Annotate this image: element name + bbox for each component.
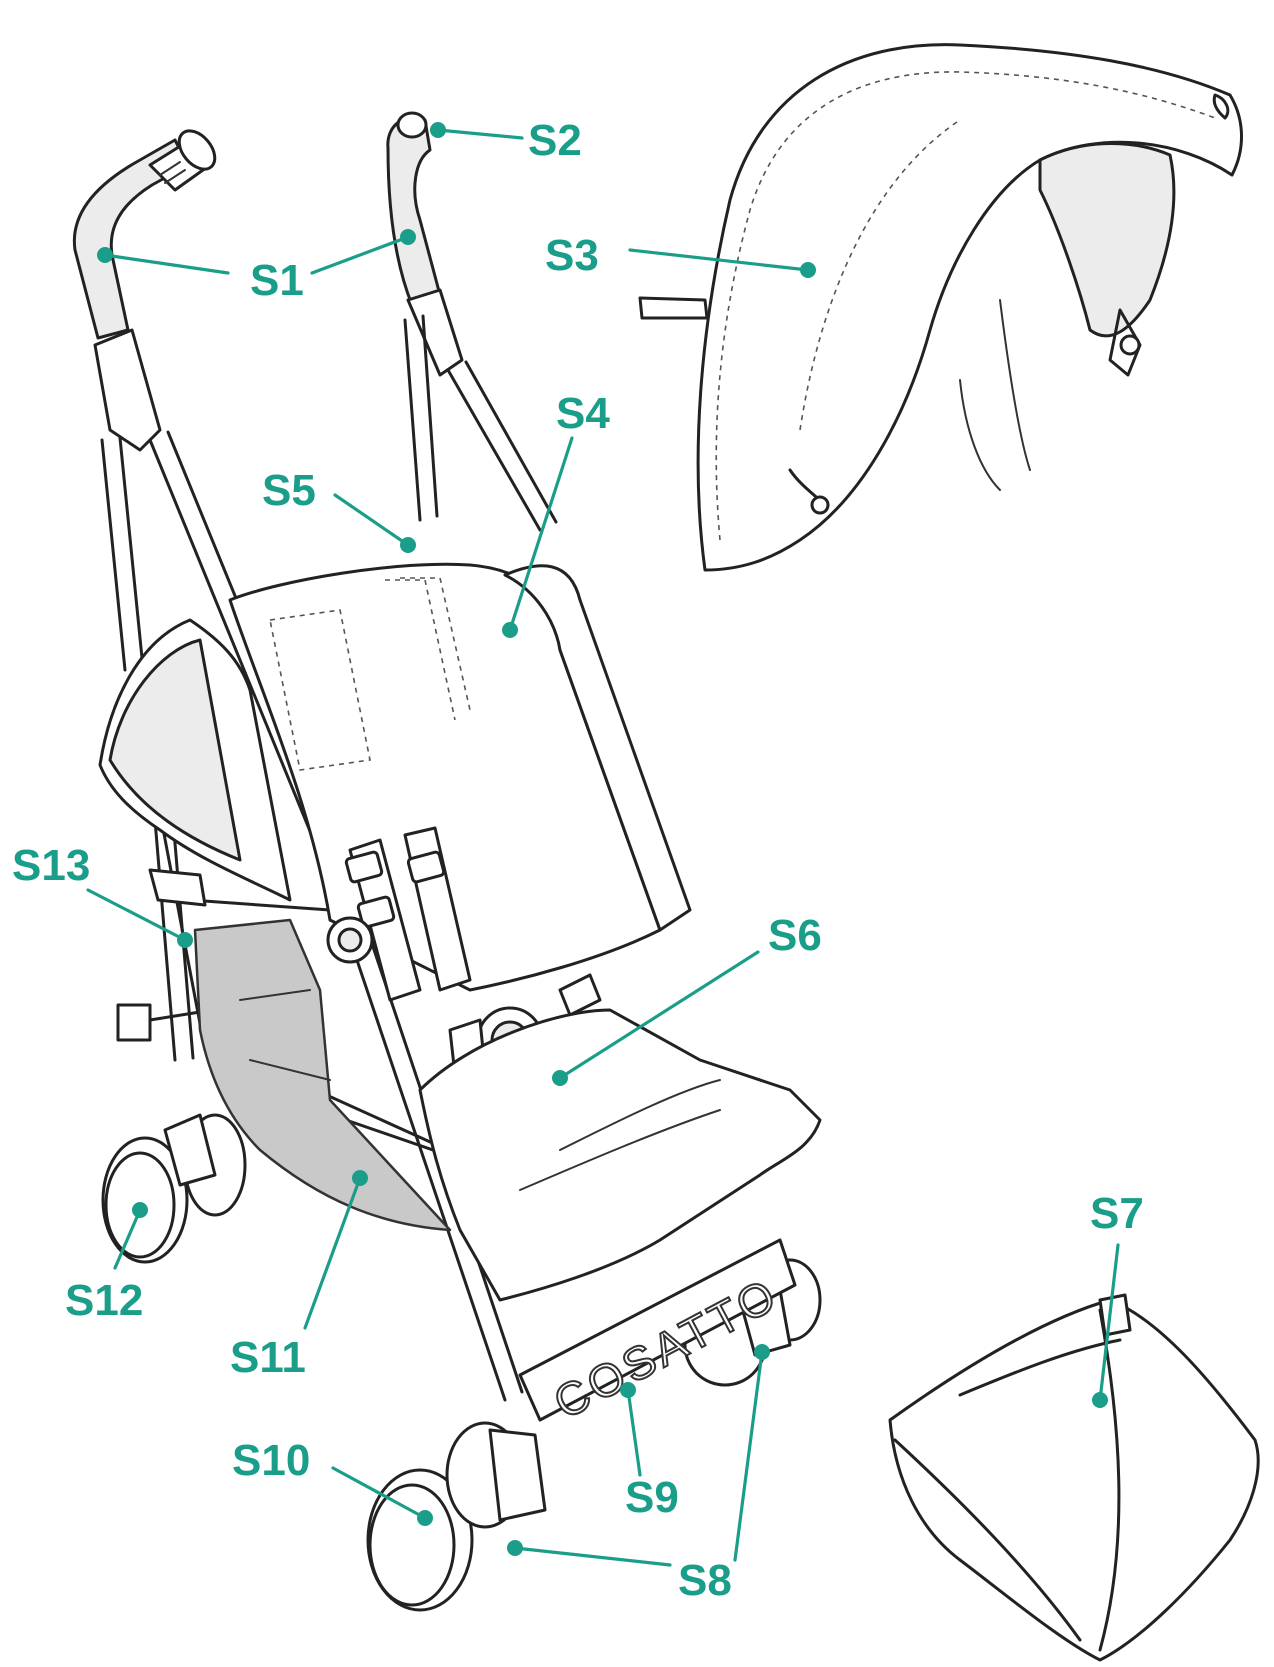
- leader-dot-S8: [754, 1344, 770, 1360]
- label-S1: S1: [250, 256, 304, 305]
- leader-line-S3: [628, 248, 810, 272]
- label-S6: S6: [768, 911, 822, 960]
- leader-dot-S2: [430, 122, 446, 138]
- leader-dot-S1: [97, 247, 113, 263]
- leader-line-S11: [303, 1176, 362, 1330]
- label-S5: S5: [262, 466, 316, 515]
- leader-dot-S3: [800, 262, 816, 278]
- leader-lines: [86, 122, 1120, 1567]
- basket-illustration: [193, 918, 452, 1232]
- leader-line-S1: [103, 253, 230, 275]
- leader-dot-S10: [417, 1510, 433, 1526]
- storage-bag-illustration: [888, 1293, 1260, 1662]
- leader-dot-S4: [502, 622, 518, 638]
- leader-dot-S9: [620, 1382, 636, 1398]
- leader-line-S12: [113, 1208, 142, 1270]
- leader-line-S13: [86, 888, 187, 942]
- leader-dot-S1: [400, 229, 416, 245]
- label-S3: S3: [545, 231, 599, 280]
- label-S7: S7: [1090, 1189, 1144, 1238]
- label-S10: S10: [232, 1436, 310, 1485]
- label-S9: S9: [625, 1473, 679, 1522]
- label-S13: S13: [12, 841, 90, 890]
- leader-line-S8: [513, 1546, 672, 1567]
- leader-line-S1: [310, 235, 410, 275]
- seat-unit-illustration: [98, 562, 822, 1302]
- label-S12: S12: [65, 1276, 143, 1325]
- canopy-illustration: [638, 43, 1243, 572]
- leader-line-S9: [626, 1388, 642, 1477]
- leader-dot-S5: [400, 537, 416, 553]
- leader-line-S5: [333, 493, 410, 547]
- label-S4: S4: [556, 389, 610, 438]
- leader-line-S8: [733, 1350, 764, 1562]
- label-S8-right: S8: [678, 1556, 732, 1605]
- leader-dot-S8: [507, 1540, 523, 1556]
- leader-line-S7: [1098, 1243, 1120, 1402]
- leader-dot-S13: [177, 932, 193, 948]
- leader-line-S2: [436, 128, 524, 140]
- leader-dot-S6: [552, 1070, 568, 1086]
- leader-line-S4: [508, 436, 574, 632]
- leader-line-S6: [558, 950, 760, 1080]
- label-S11: S11: [230, 1333, 306, 1382]
- part-labels: S1 S2 S3 S4 S5 S6 S7 S8 S9 S10 S11 S12 S…: [12, 116, 1144, 1605]
- label-S2: S2: [528, 116, 582, 165]
- leader-dot-S7: [1092, 1392, 1108, 1408]
- leader-dot-S11: [352, 1170, 368, 1186]
- leader-dot-S12: [132, 1202, 148, 1218]
- leader-line-S10: [331, 1466, 427, 1520]
